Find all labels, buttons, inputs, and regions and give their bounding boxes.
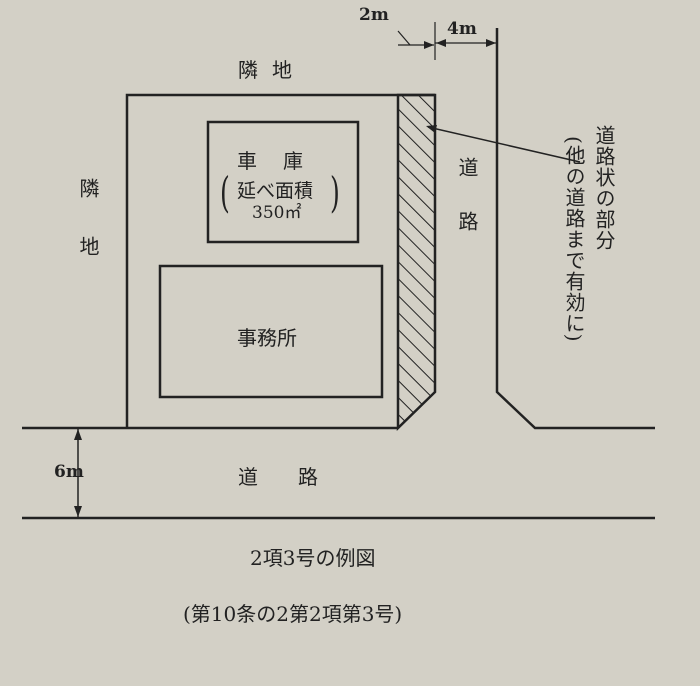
label-floor-area-paren-close: ) (330, 168, 340, 217)
label-2m: 2m (359, 5, 389, 25)
label-neighbor-top: 隣地 (238, 58, 306, 82)
label-road-like-part-note: (他の道路まで有効に) (562, 136, 586, 343)
caption-title: 2項3号の例図 (250, 546, 376, 570)
label-floor-area-paren-open: ( (220, 168, 230, 217)
label-side-road: 道路 (455, 157, 479, 265)
label-floor-area-value: 350㎡ (252, 203, 302, 223)
leader-arrow (426, 125, 437, 133)
dimension-4m-arrow-right (486, 39, 496, 47)
dimension-2m-leader (397, 30, 411, 46)
label-office: 事務所 (237, 326, 297, 350)
label-neighbor-left: 隣地 (76, 178, 100, 294)
dimension-6m-arrow-top (74, 429, 82, 440)
side-road-edge (495, 28, 655, 430)
garage-outline (206, 120, 360, 244)
label-6m: 6m (54, 462, 84, 482)
dimension-6m-arrow-bottom (74, 506, 82, 517)
label-4m: 4m (447, 19, 477, 39)
dimension-2m-arrow (424, 41, 434, 49)
leader-line (427, 126, 581, 163)
lot-boundary (125, 93, 435, 428)
caption-reference: (第10条の2第2項第3号) (183, 602, 403, 626)
hatched-road-strip (396, 93, 437, 431)
office-outline (158, 264, 384, 399)
label-garage: 車庫 (237, 149, 329, 173)
dimension-4m-arrow-left (436, 39, 446, 47)
label-main-road: 道路 (238, 465, 358, 489)
label-road-like-part: 道路状の部分 (592, 125, 616, 251)
label-floor-area-title: 延べ面積 (237, 180, 314, 202)
